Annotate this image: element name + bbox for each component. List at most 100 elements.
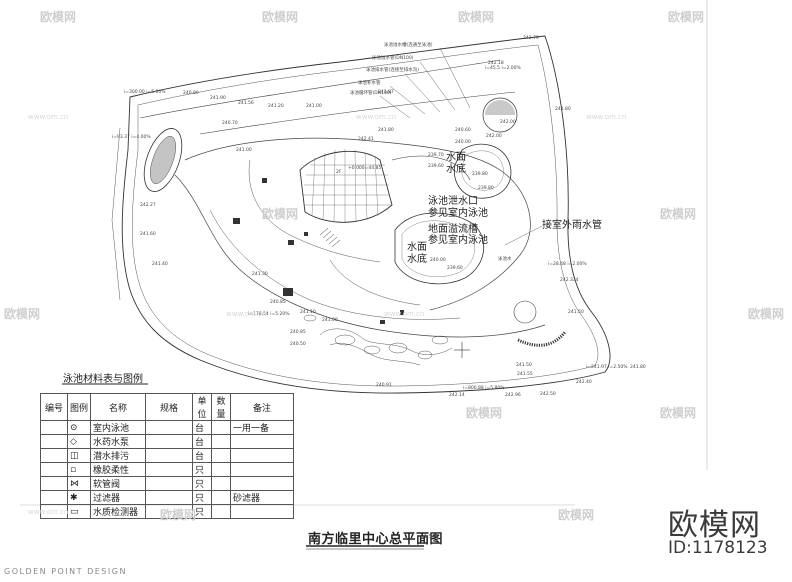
legend-title: 泳池材料表与图例: [63, 374, 143, 385]
label-pool-bottom-2: 水底: [407, 254, 427, 265]
slope: i=93.37 i=4.00%: [112, 135, 151, 140]
elev: 241.00: [322, 318, 338, 323]
legend-symbol-icon: ◫: [67, 448, 91, 463]
watermark-tile: 欧模网: [660, 207, 697, 221]
elev: 242.00: [486, 134, 502, 139]
legend-symbol-icon: ◇: [67, 434, 91, 449]
elev: 240.60: [455, 128, 471, 133]
legend-symbol-icon: ⋈: [67, 476, 91, 491]
elev: 241.55: [517, 372, 533, 377]
watermark-domain: www.om.cn: [356, 113, 397, 121]
curved-bench: [517, 331, 567, 347]
elev: 239.60: [428, 164, 444, 169]
watermark-tile: 欧模网: [660, 406, 697, 420]
label-see-indoor-pool-2: 参见室内泳池: [428, 235, 488, 246]
brand-id: ID:1178123: [668, 538, 768, 558]
elev: 241.20: [268, 104, 284, 109]
elev: 241.50: [568, 310, 584, 315]
note-leader-2: 泳池溢水管(DN100): [372, 56, 414, 61]
legend-row: ▫橡胶柔性只: [40, 462, 294, 477]
watermark-tile: 欧模网: [458, 10, 495, 24]
label-water-surface-2: 水面: [407, 242, 427, 253]
legend-table: 编号 图例 名称 规格 单位 数量 备注 ⊙室内泳池台一用一备 ◇水药水泵台 ◫…: [40, 393, 294, 519]
pool-upper: [453, 143, 512, 199]
elev: 241.50: [516, 363, 532, 368]
legend-header: 单位: [192, 393, 212, 421]
note-wall: 泳池水: [498, 257, 512, 262]
drawing-scale: 1:500: [424, 534, 439, 540]
watermark-domain: www.om.cn: [28, 113, 69, 121]
elev: 241.87: [378, 90, 394, 95]
elev: 241.80: [630, 365, 646, 370]
title-underline: [306, 545, 424, 550]
legend-header: 规格: [145, 393, 193, 421]
elev: 241.10: [300, 310, 316, 315]
elev: 240.80: [183, 91, 199, 96]
elev: 240.85: [290, 330, 306, 335]
watermark-domain: www.om.cn: [384, 310, 425, 318]
elev: 242.96: [505, 393, 521, 398]
watermark-tile: 欧模网: [466, 406, 503, 420]
elev: 242.27: [140, 203, 156, 208]
watermark-tile: 欧模网: [558, 508, 595, 522]
elev: 241.30: [252, 272, 268, 277]
elev: 241.80: [555, 107, 571, 112]
legend-row: ⊙室内泳池台一用一备: [40, 420, 294, 435]
note-leader-1: 泳池溢水槽(连通至泳池): [384, 43, 433, 48]
elev: 240.85: [270, 300, 286, 305]
site-boundary: [121, 35, 611, 394]
north-arrow-icon: [454, 342, 470, 358]
drawing-title: 南方临里中心总平面图: [308, 532, 444, 547]
label-water-surface: 水面: [446, 152, 466, 163]
label-rain-pipe: 接室外雨水管: [542, 220, 602, 231]
building-label: 2F: [336, 170, 342, 175]
legend-row: ⋈软管阀只: [40, 476, 294, 491]
elev: 242.50: [540, 392, 556, 397]
legend-row: ✱过滤器只砂滤器: [40, 490, 294, 505]
watermark-tile: 欧模网: [4, 307, 41, 321]
elev: 240.70: [222, 121, 238, 126]
legend-header: 编号: [40, 393, 68, 421]
elev: 242.79: [523, 36, 539, 41]
legend-header: 数量: [211, 393, 231, 421]
watermark-tile: 欧模网: [40, 10, 77, 24]
label-pool-drain: 泳池泄水口: [428, 196, 478, 207]
elev: 241.80: [378, 128, 394, 133]
note-leader-5: 泳池循环管(DN100): [350, 91, 392, 96]
watermark-tile: 欧模网: [668, 10, 705, 24]
building-outline: [299, 150, 393, 223]
watermark-tile: 欧模网: [160, 508, 197, 522]
legend-symbol-icon: ✱: [67, 490, 91, 505]
label-pool-bottom: 水底: [446, 164, 466, 175]
legend-header: 备注: [230, 393, 294, 421]
elev: 240.50: [290, 342, 306, 347]
pool-main: [394, 212, 485, 285]
elev: 241.40: [152, 262, 168, 267]
zero-level: +0.000=44.85: [348, 166, 382, 171]
elev: 239.60: [447, 266, 463, 271]
legend-header: 图例: [67, 393, 91, 421]
watermark-domain: www.om.cn: [28, 508, 69, 516]
label-see-indoor-pool: 参见室内泳池: [428, 208, 488, 219]
elev: 241.00: [236, 148, 252, 153]
firm-footer: GOLDEN POINT DESIGN: [4, 567, 127, 576]
legend-row: ◇水药水泵台: [40, 434, 294, 449]
legend-header: 名称: [90, 393, 146, 421]
building-grid: [303, 149, 391, 223]
slope: i=45.5 i=2.00%: [485, 66, 521, 71]
watermark-tile: 欧模网: [262, 10, 299, 24]
elev: 242.40: [576, 380, 592, 385]
legend-title-underline: [62, 383, 148, 385]
watermark-tile: 欧模网: [262, 207, 299, 221]
watermark-tile: 欧模网: [748, 307, 785, 321]
note-leader-3: 泳池排水管(连接至排水沟): [366, 68, 420, 73]
slope: i=800.88 i=5.80%: [463, 386, 505, 391]
elev: 242.00: [500, 120, 516, 125]
elev: 240.00: [430, 258, 446, 263]
elev: 241.60: [140, 232, 156, 237]
legend-symbol-icon: ▭: [67, 504, 91, 519]
elev: 242.41: [358, 137, 374, 142]
stairs: [319, 227, 341, 248]
legend-row: ◫潜水排污台: [40, 448, 294, 463]
